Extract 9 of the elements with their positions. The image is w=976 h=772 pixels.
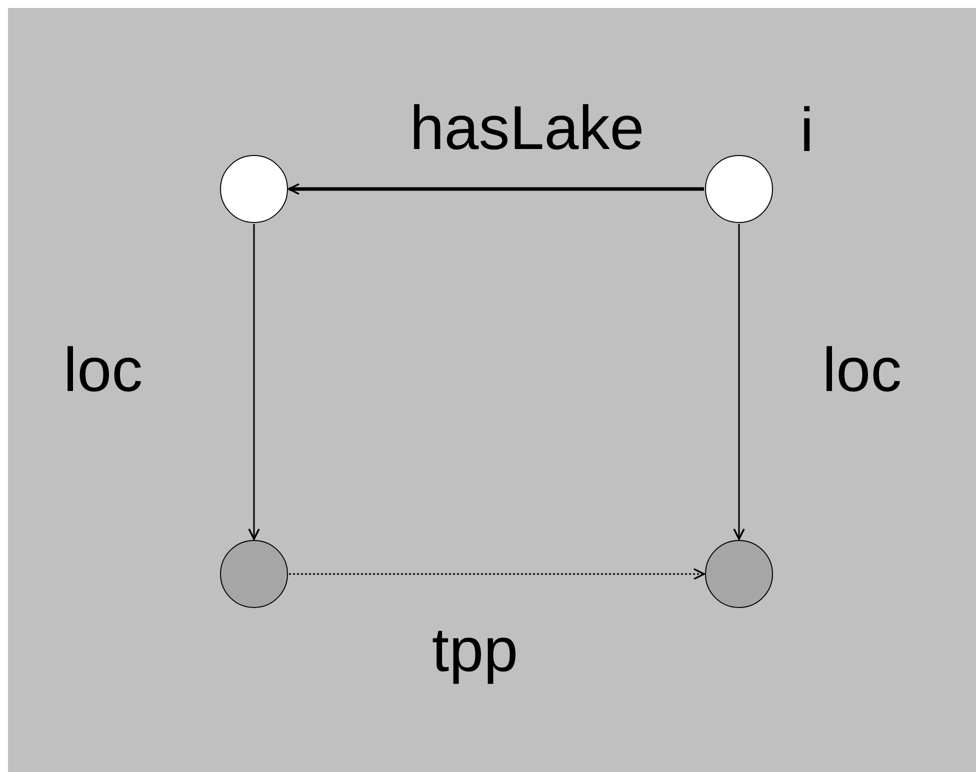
- arrow: [288, 183, 704, 195]
- arrow: [248, 224, 260, 540]
- edge-label: hasLake: [410, 98, 644, 160]
- edge-label: loc: [822, 340, 902, 402]
- edge-label: loc: [63, 340, 143, 402]
- arrow: [733, 224, 745, 540]
- arrow: [289, 568, 705, 580]
- edge-label: tpp: [432, 620, 518, 682]
- node-label: i: [800, 100, 814, 162]
